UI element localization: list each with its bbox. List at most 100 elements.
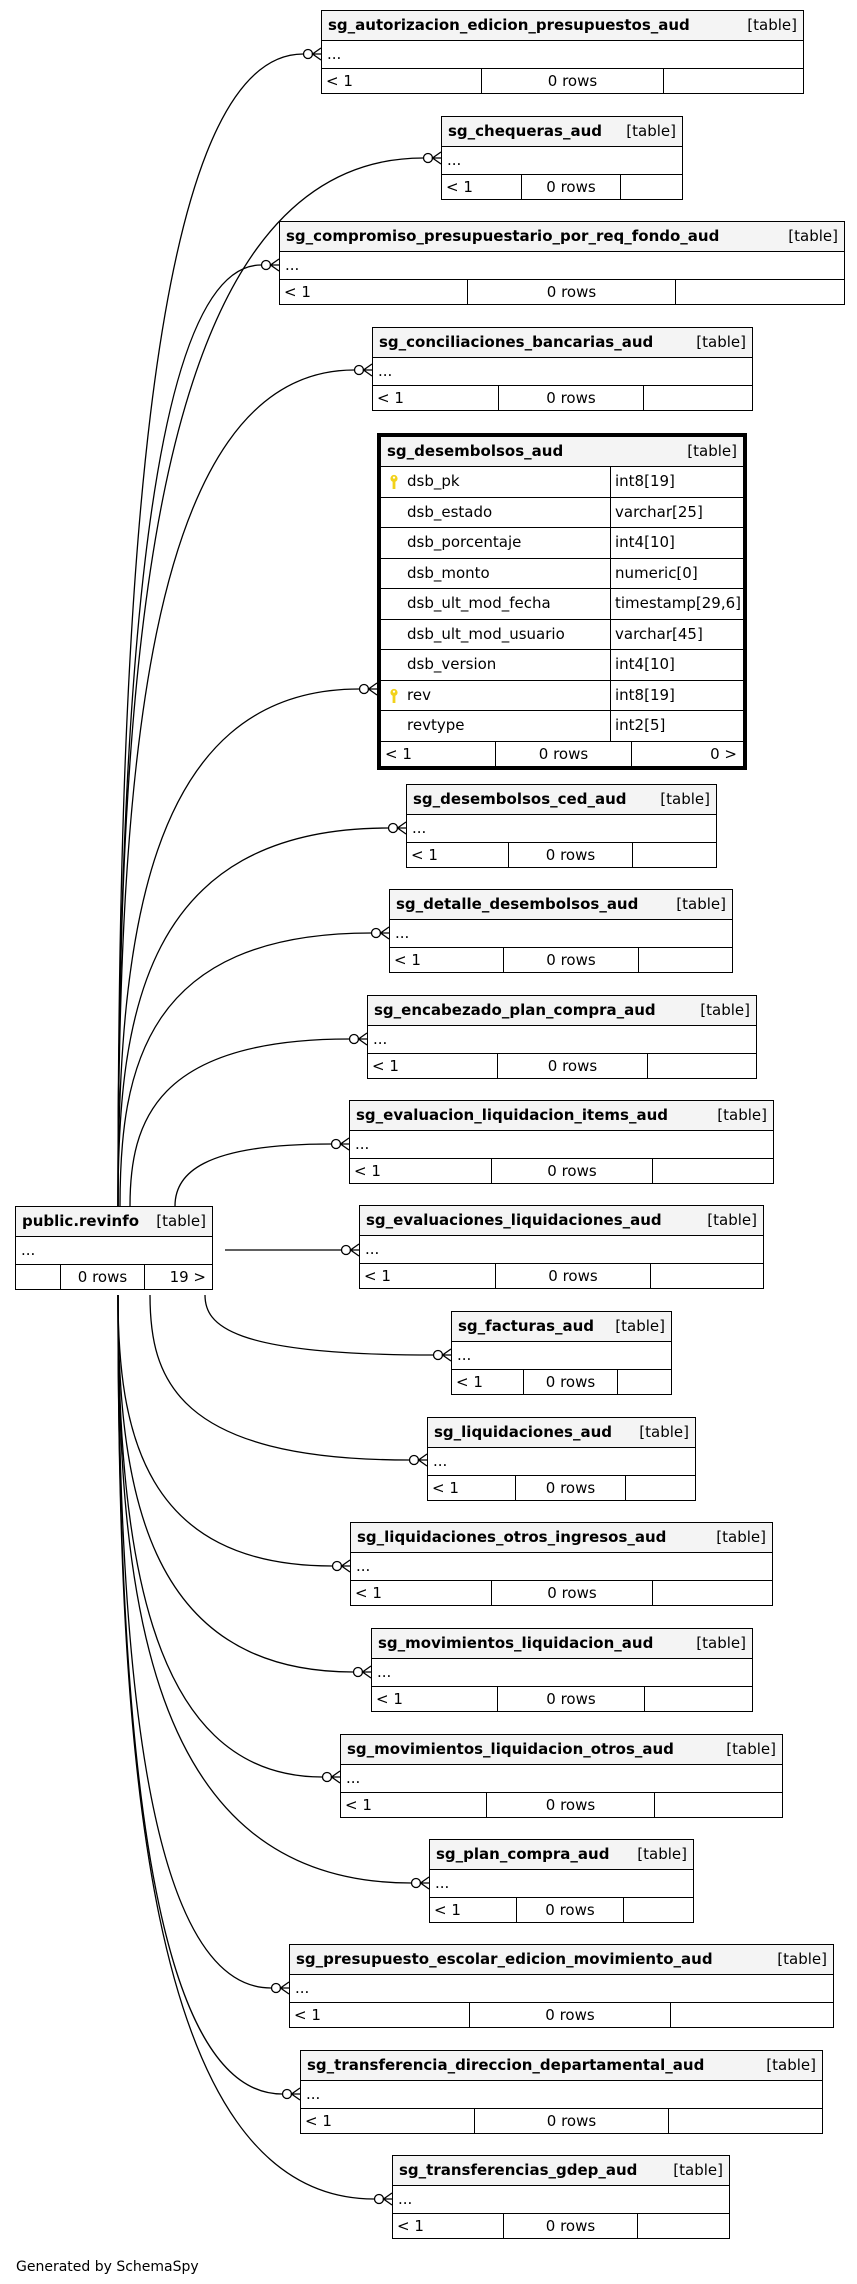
table-name[interactable]: sg_transferencias_gdep_aud (399, 2161, 638, 2179)
table-sg-movimientos-liquidacion-aud[interactable]: sg_movimientos_liquidacion_aud[table] ..… (371, 1628, 753, 1712)
footer-right (621, 175, 682, 199)
relationship-line (117, 1294, 375, 2200)
table-sg-autorizacion-edicion-presupuestos-aud[interactable]: sg_autorizacion_edicion_presupuestos_aud… (321, 10, 804, 94)
table-name[interactable]: sg_detalle_desembolsos_aud (396, 895, 639, 913)
crows-foot-marker (349, 1243, 360, 1257)
table-name[interactable]: sg_conciliaciones_bancarias_aud (379, 333, 654, 351)
table-kind: [table] (676, 895, 726, 913)
table-kind: [table] (747, 16, 797, 34)
zero-cardinality-marker (270, 1982, 282, 1994)
table-name[interactable]: sg_desembolsos_ced_aud (413, 790, 627, 808)
crows-foot-marker (339, 1137, 350, 1151)
zero-cardinality-marker (387, 822, 399, 834)
table-sg-evaluacion-liquidacion-items-aud[interactable]: sg_evaluacion_liquidacion_items_aud [tabl… (349, 1100, 774, 1184)
crows-foot-marker (340, 1559, 351, 1573)
table-sg-conciliaciones-bancarias-aud[interactable]: sg_conciliaciones_bancarias_aud[table] .… (372, 327, 753, 411)
table-name[interactable]: public.revinfo (22, 1212, 140, 1230)
table-sg-detalle-desembolsos-aud[interactable]: sg_detalle_desembolsos_aud[table] ... < … (389, 889, 733, 973)
table-kind: [table] (626, 122, 676, 140)
column-name: dsb_estado (407, 502, 493, 521)
row-count: 0 rows (492, 1159, 653, 1183)
ellipsis-row: ... (372, 1659, 752, 1687)
table-name[interactable]: sg_movimientos_liquidacion_aud (378, 1634, 654, 1652)
footer-left: < 1 (452, 1370, 524, 1394)
ellipsis-row: ... (442, 147, 682, 175)
crows-foot-marker (431, 151, 442, 165)
zero-cardinality-marker (408, 1454, 420, 1466)
zero-cardinality-marker (410, 1877, 422, 1889)
row-count: 0 rows (498, 1687, 645, 1711)
table-name[interactable]: sg_presupuesto_escolar_edicion_movimient… (296, 1950, 713, 1968)
table-name[interactable]: sg_chequeras_aud (448, 122, 602, 140)
table-sg-presupuesto-escolar-edicion-movimiento-aud[interactable]: sg_presupuesto_escolar_edicion_movimient… (289, 1944, 834, 2028)
table-sg-movimientos-liquidacion-otros-aud[interactable]: sg_movimientos_liquidacion_otros_aud[tab… (340, 1734, 783, 1818)
crows-foot-marker (382, 2192, 393, 2206)
table-name[interactable]: sg_autorizacion_edicion_presupuestos_aud (328, 16, 690, 34)
zero-cardinality-marker (321, 1771, 333, 1783)
column-name: revtype (407, 716, 465, 734)
primary-key-icon (390, 474, 398, 489)
footer-right (653, 1159, 773, 1183)
footer-right (624, 1898, 693, 1922)
table-name[interactable]: sg_compromiso_presupuestario_por_req_fon… (286, 227, 720, 245)
column-type: int4[10] (615, 533, 675, 551)
table-name[interactable]: sg_facturas_aud (458, 1317, 595, 1335)
table-sg-liquidaciones-otros-ingresos-aud[interactable]: sg_liquidaciones_otros_ingresos_aud[tabl… (350, 1522, 773, 1606)
table-kind: [table] (673, 2161, 723, 2179)
crows-foot-marker (361, 1665, 372, 1679)
table-name[interactable]: sg_transferencia_direccion_departamental… (307, 2056, 705, 2074)
footer-right (653, 1581, 772, 1605)
table-name[interactable]: sg_liquidaciones_aud (434, 1423, 613, 1441)
table-name[interactable]: sg_desembolsos_aud (387, 442, 564, 460)
footer-left: < 1 (322, 69, 482, 93)
footer-right: 0 > (710, 744, 737, 763)
relationship-line (149, 1294, 410, 1461)
table-name[interactable]: sg_liquidaciones_otros_ingresos_aud (357, 1528, 667, 1546)
zero-cardinality-marker (331, 1560, 343, 1572)
row-count: 0 rows (509, 843, 633, 867)
table-sg-compromiso-presupuestario-por-req-fondo-aud[interactable]: sg_compromiso_presupuestario_por_req_fon… (279, 221, 845, 305)
relationship-line (117, 1294, 272, 1989)
table-name[interactable]: sg_movimientos_liquidacion_otros_aud (347, 1740, 674, 1758)
ellipsis-row: ... (351, 1553, 772, 1581)
footer-left: < 1 (351, 1581, 492, 1605)
zero-cardinality-marker (340, 1244, 352, 1256)
table-sg-evaluaciones-liquidaciones-aud[interactable]: sg_evaluaciones_liquidaciones_aud[table]… (359, 1205, 764, 1289)
relationship-line (119, 932, 372, 1207)
crows-foot-marker (279, 1981, 290, 1995)
table-kind: [table] (639, 1423, 689, 1441)
table-sg-transferencia-direccion-departamental-aud[interactable]: sg_transferencia_direccion_departamental… (300, 2050, 823, 2134)
table-sg-encabezado-plan-compra-aud[interactable]: sg_encabezado_plan_compra_aud[table] ...… (367, 995, 757, 1079)
ellipsis-row: ... (407, 815, 716, 843)
row-count: 0 rows (504, 948, 639, 972)
column-name: dsb_ult_mod_fecha (407, 594, 551, 612)
ellipsis-row: ... (301, 2081, 822, 2109)
table-kind: [table] (717, 1106, 767, 1124)
crows-foot-marker (357, 1032, 368, 1046)
table-name[interactable]: sg_encabezado_plan_compra_aud (374, 1001, 656, 1019)
table-sg-transferencias-gdep-aud[interactable]: sg_transferencias_gdep_aud[table] ... < … (392, 2155, 730, 2239)
table-name[interactable]: sg_evaluacion_liquidacion_items_aud (356, 1106, 668, 1124)
table-name[interactable]: sg_plan_compra_aud (436, 1845, 610, 1863)
table-name[interactable]: sg_evaluaciones_liquidaciones_aud (366, 1211, 662, 1229)
relationship-line (129, 1038, 350, 1207)
relationship-line (117, 827, 389, 1207)
footer-left: < 1 (407, 843, 509, 867)
